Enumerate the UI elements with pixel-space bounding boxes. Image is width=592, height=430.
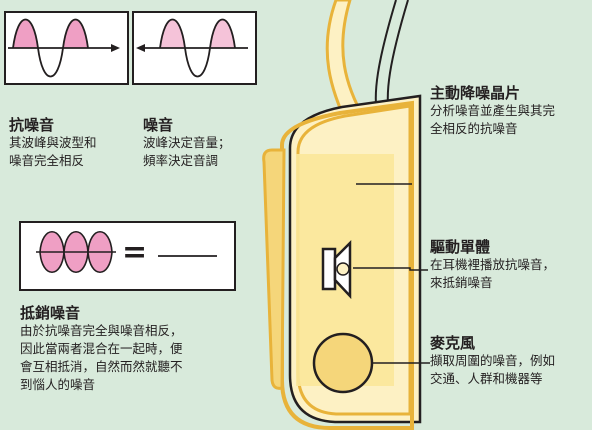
driver-leader-line (353, 267, 428, 271)
microphone (312, 332, 374, 394)
cancel-desc-line: 到惱人的噪音 (20, 377, 96, 392)
anti-noise-arrow-head (111, 44, 120, 52)
cancel-label: 抵銷噪音 由於抗噪音完全與噪音相反， 因此當兩者混合在一起時，便 會互相抵消，自… (20, 304, 183, 394)
driver-desc-line: 在耳機裡播放抗噪音， (430, 257, 556, 272)
chip-label: 主動降噪晶片 分析噪音並產生與其完 全相反的抗噪音 (430, 84, 555, 138)
cancel-desc-line: 因此當兩者混合在一起時，便 (20, 341, 183, 356)
noise-arrow-head (136, 44, 145, 52)
noise-wave (159, 18, 236, 78)
earcup-inner (296, 104, 412, 416)
ear-pad (262, 148, 286, 390)
anti-noise-wave (12, 18, 89, 78)
chip-title: 主動降噪晶片 (430, 84, 521, 102)
noise-desc-line: 頻率決定音調 (143, 153, 219, 168)
mic-desc-line: 擷取周圍的噪音，例如 (430, 353, 556, 368)
earcup-rim (280, 100, 414, 430)
driver-title: 驅動單體 (430, 238, 491, 256)
driver-dustcap (336, 262, 350, 276)
driver-speaker (321, 247, 337, 291)
cancel-desc-line: 由於抗噪音完全與噪音相反， (20, 323, 183, 338)
mic-desc-line: 交通、人群和機器等 (430, 371, 543, 386)
driver-label: 驅動單體 在耳機裡播放抗噪音， 來抵銷噪音 (430, 238, 555, 292)
combined-waves-icon (36, 231, 116, 273)
driver-desc-line: 來抵銷噪音 (430, 275, 493, 290)
cancel-desc-line: 會互相抵消，自然而然就聽不 (20, 359, 183, 374)
mic-label: 麥克風 擷取周圍的噪音，例如 交通、人群和機器等 (430, 334, 555, 388)
anti-noise-label: 抗噪音 其波峰與波型和 噪音完全相反 (9, 116, 97, 170)
anti-noise-desc-line: 其波峰與波型和 (9, 135, 97, 150)
mic-title: 麥克風 (430, 334, 476, 352)
anti-noise-desc-line: 噪音完全相反 (9, 153, 85, 168)
noise-title: 噪音 (143, 116, 174, 134)
chip-desc-line: 分析噪音並產生與其完 (430, 103, 556, 118)
cancel-title: 抵銷噪音 (20, 304, 81, 322)
equals-sign: = (122, 235, 148, 270)
anti-noise-title: 抗噪音 (9, 116, 55, 134)
noise-desc-line: 波峰決定音量； (143, 135, 231, 150)
chip-desc-line: 全相反的抗噪音 (430, 121, 518, 136)
noise-label: 噪音 波峰決定音量； 頻率決定音調 (143, 116, 231, 170)
